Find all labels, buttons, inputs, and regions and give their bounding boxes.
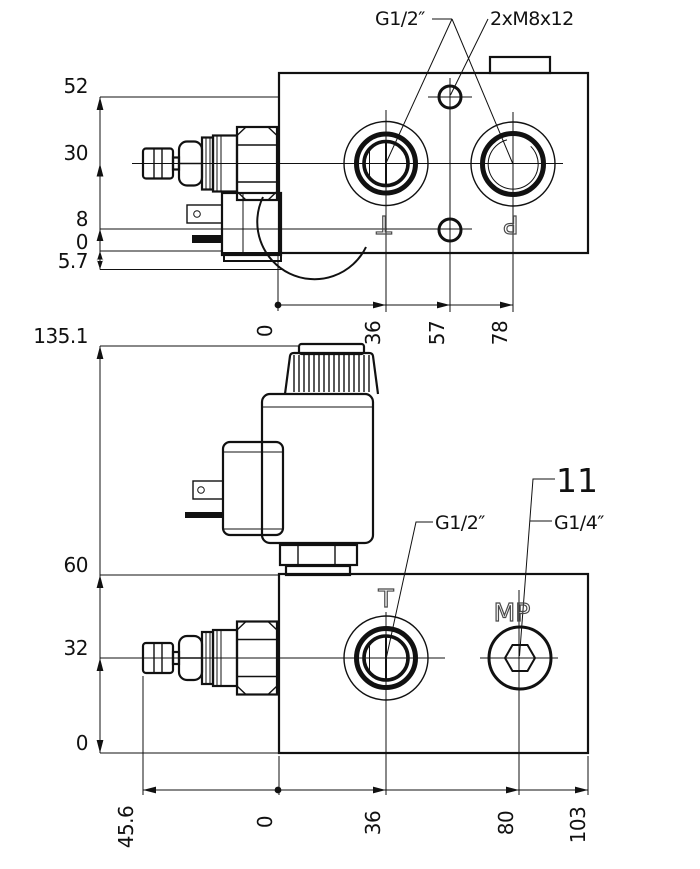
- dim-5-7: 5.7: [58, 249, 88, 273]
- port-mp-stamp: MP: [494, 598, 531, 627]
- thread-arc: [487, 139, 539, 190]
- top-view: G1/2″ 2xM8x12 52 30 8 0 5.7 0 36 57 78 T…: [58, 8, 590, 345]
- item-number: 11: [556, 461, 598, 500]
- dim-x36: 36: [361, 321, 385, 345]
- terminal-hole: [193, 210, 201, 218]
- spade-terminal: [186, 204, 223, 224]
- bolt-callout: 2xM8x12: [490, 8, 574, 30]
- port-t-stamp-front: T: [377, 584, 394, 613]
- top-view-dim-arrows: [96, 97, 513, 309]
- port-p-top: [470, 121, 556, 207]
- dim-0: 0: [76, 230, 88, 254]
- dim-x78: 78: [488, 321, 512, 345]
- front-view-dim-arrows: [96, 346, 588, 794]
- m8-hole-rear: [437, 84, 463, 110]
- mp-thread-callout: G1/4″: [554, 512, 604, 534]
- t-thread-callout: G1/2″: [435, 512, 485, 534]
- block-top-tab: [488, 55, 552, 75]
- coil-body: [260, 392, 375, 545]
- dim-x36-front: 36: [361, 811, 385, 835]
- port-mp-front: [487, 625, 553, 691]
- dim-x45-6: 45.6: [114, 806, 138, 849]
- spade-terminal-front: [192, 480, 224, 500]
- port-p-stamp: P: [503, 210, 518, 239]
- valve-block-top: [277, 71, 590, 255]
- dim-60: 60: [64, 553, 88, 577]
- adjust-knob: [283, 351, 380, 395]
- coil-nut: [278, 543, 359, 567]
- top-view-centerlines-and-extension-lines: [99, 78, 563, 312]
- dim-0-front: 0: [76, 731, 88, 755]
- ground-pin-front: [185, 512, 223, 518]
- top-view-leader-lines: [386, 18, 513, 164]
- front-view: 11 G1/2″ G1/4″ 135.1 60 32 0 45.6 0 36 8…: [33, 324, 605, 849]
- dim-origin-dot-front: [274, 786, 282, 794]
- dim-x0-front: 0: [253, 816, 277, 828]
- dim-origin-dot: [274, 301, 282, 309]
- port-t-front: [344, 616, 428, 700]
- dim-x57: 57: [425, 321, 449, 345]
- valve-block-front: [277, 572, 590, 755]
- knob-knurling: [293, 355, 370, 392]
- hex-socket-plug: [503, 644, 537, 672]
- din-connector-top: [186, 191, 283, 262]
- solenoid-coil-arc: [256, 196, 367, 281]
- solenoid-assembly: [185, 342, 380, 577]
- dim-x103: 103: [566, 807, 590, 844]
- dim-32: 32: [64, 636, 88, 660]
- port-t-top: [344, 122, 428, 206]
- dim-135-1: 135.1: [33, 324, 88, 348]
- front-view-leader-lines: [386, 478, 555, 658]
- m8-hole-front: [437, 217, 463, 243]
- terminal-hole-front: [197, 486, 205, 494]
- thread-callout: G1/2″: [375, 8, 425, 30]
- dim-8: 8: [76, 207, 88, 231]
- dim-52: 52: [64, 74, 88, 98]
- front-view-centerlines-and-extension-lines: [99, 345, 589, 795]
- ground-pin: [192, 235, 222, 243]
- dim-30: 30: [64, 141, 88, 165]
- mount-plate: [284, 564, 352, 577]
- din-connector-front: [185, 440, 285, 537]
- dim-x0: 0: [253, 325, 277, 337]
- port-t-stamp: T: [376, 210, 393, 239]
- dim-x80: 80: [494, 811, 518, 835]
